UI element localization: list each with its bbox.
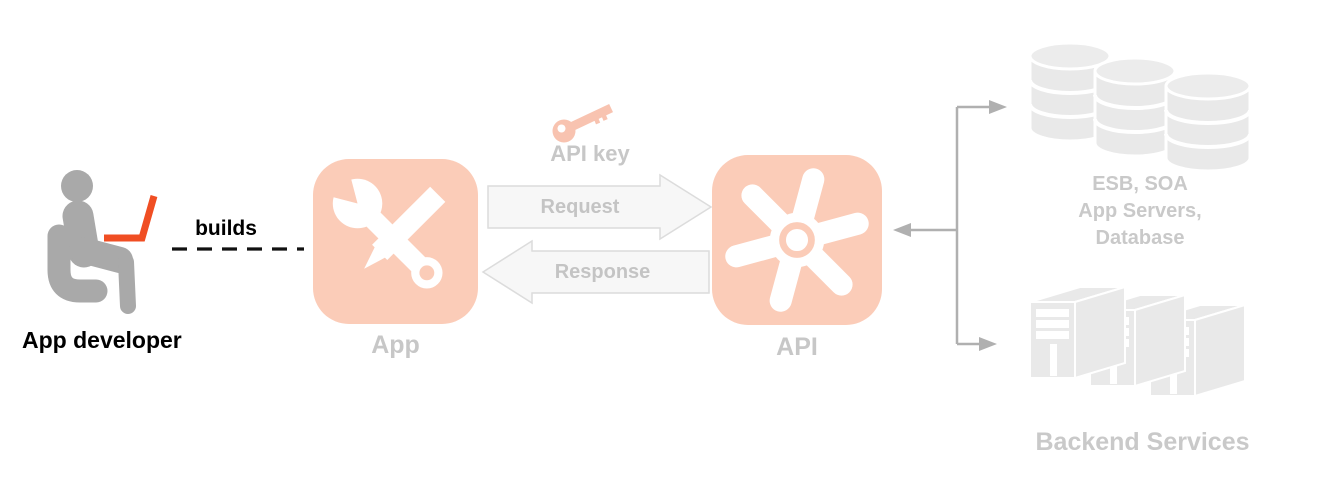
laptop-icon: [104, 195, 158, 242]
builds-dashed-line: [172, 247, 304, 251]
esb-soa-label-line2: App Servers,: [1078, 200, 1202, 222]
response-label: Response: [554, 261, 651, 283]
person-leg: [118, 254, 136, 314]
app-tile: [313, 159, 478, 324]
arrowhead-to-databases: [989, 100, 1007, 114]
person-at-laptop-icon: [47, 170, 158, 314]
wrench-and-pencil-icon: [319, 165, 446, 289]
response-arrow-icon: [481, 239, 710, 305]
arrowhead-to-servers: [979, 337, 997, 351]
request-label: Request: [540, 196, 620, 218]
api-tile: [712, 155, 882, 325]
esb-soa-label: ESB, SOA App Servers, Database: [1040, 171, 1240, 252]
developer-label: App developer: [22, 327, 182, 353]
database-stack-icon: [1028, 41, 1252, 173]
app-label: App: [371, 331, 420, 359]
connector-arrows-icon: [893, 100, 1007, 351]
backend-services-label: Backend Services: [1035, 428, 1250, 456]
esb-soa-label-line3: Database: [1095, 227, 1185, 249]
esb-soa-label-line1: ESB, SOA: [1092, 173, 1188, 195]
api-key-icon: [552, 104, 613, 143]
person-head: [61, 170, 93, 202]
person-thigh: [69, 237, 133, 273]
server-towers-icon: [1029, 285, 1246, 398]
chair-shape: [47, 224, 108, 303]
arrowhead-to-api: [893, 223, 911, 237]
impeller-gear-icon: [725, 168, 869, 312]
builds-label: builds: [195, 217, 257, 240]
api-key-label: API key: [550, 141, 630, 166]
api-label: API: [776, 333, 818, 361]
request-arrow-icon: [487, 173, 713, 241]
